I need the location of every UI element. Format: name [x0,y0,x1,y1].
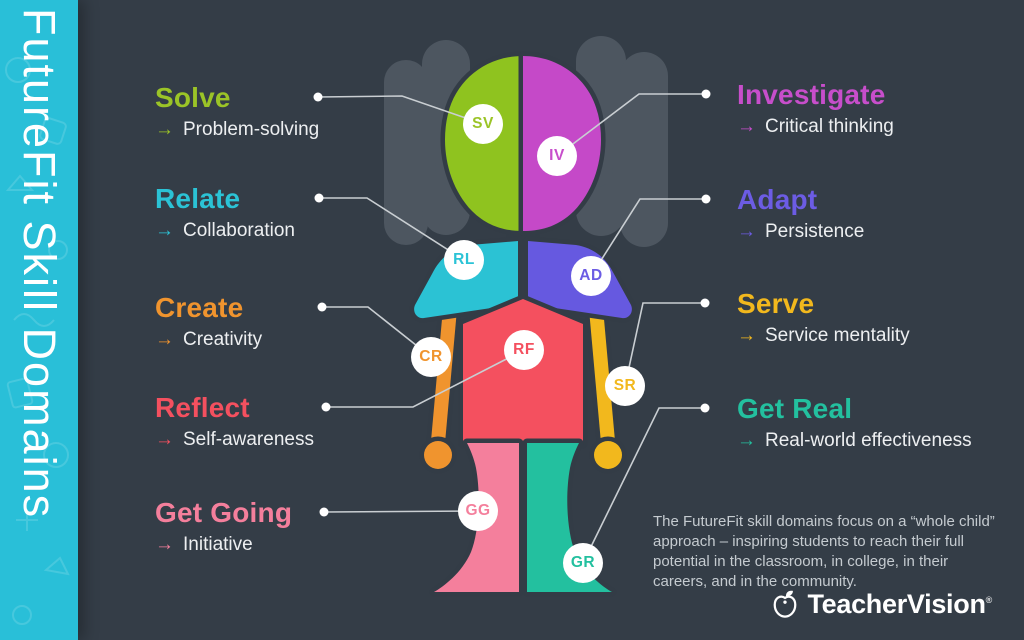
domain-name: Relate [155,183,241,214]
domain-name: Create [155,292,244,323]
left-hand [419,436,457,474]
domain-skill: Critical thinking [765,116,894,138]
sidebar-doodle-pattern [5,57,70,625]
right-hand [589,436,627,474]
badge-gg: GG [458,491,498,531]
domain-label-relate: Relate → Collaboration [155,184,295,242]
arrow-icon: → [155,220,174,242]
domain-label-create: Create → Creativity [155,293,262,351]
brand-name: TeacherVision [807,588,986,619]
domain-label-reflect: Reflect → Self-awareness [155,393,314,451]
sidebar: FutureFit Skill Domains [0,0,78,640]
badge-sv: SV [463,104,503,144]
arrow-icon: → [155,329,174,351]
domain-label-solve: Solve → Problem-solving [155,83,319,141]
domain-name: Investigate [737,79,886,110]
domain-skill: Real-world effectiveness [765,430,972,452]
sidebar-vertical-title: FutureFit Skill Domains [14,8,65,520]
domain-skill: Collaboration [183,220,295,242]
domain-label-get-going: Get Going → Initiative [155,498,292,556]
arrow-icon: → [737,116,756,138]
arrow-icon: → [737,325,756,347]
badge-rf: RF [504,330,544,370]
domain-name: Serve [737,288,815,319]
domain-name: Solve [155,82,231,113]
badge-sr: SR [605,366,645,406]
badge-gr: GR [563,543,603,583]
domain-name: Get Real [737,393,853,424]
description-paragraph: The FutureFit skill domains focus on a “… [653,513,995,590]
badge-rl: RL [444,240,484,280]
domain-label-investigate: Investigate → Critical thinking [737,80,894,138]
domain-skill: Problem-solving [183,119,320,141]
teachervision-logo: TeacherVision® [771,588,992,620]
arrow-icon: → [737,221,756,243]
badge-iv: IV [537,136,577,176]
domain-name: Adapt [737,184,818,215]
domain-name: Reflect [155,392,250,423]
arrow-icon: → [155,429,174,451]
registered-mark: ® [985,594,993,605]
badge-ad: AD [571,256,611,296]
arrow-icon: → [155,534,174,556]
right-leg [522,438,617,597]
domain-skill: Persistence [765,221,865,243]
badge-cr: CR [411,337,451,377]
domain-skill: Service mentality [765,325,910,347]
domain-skill: Creativity [183,329,263,351]
arrow-icon: → [155,119,174,141]
domain-label-adapt: Adapt → Persistence [737,185,864,243]
domain-skill: Initiative [183,534,253,556]
leader-dots [313,89,711,517]
domain-name: Get Going [155,497,293,528]
domain-label-serve: Serve → Service mentality [737,289,910,347]
arrow-icon: → [737,430,756,452]
leader-lines [313,89,711,564]
apple-icon [774,590,797,618]
domain-label-get-real: Get Real → Real-world effectiveness [737,394,972,452]
domain-skill: Self-awareness [183,429,314,451]
